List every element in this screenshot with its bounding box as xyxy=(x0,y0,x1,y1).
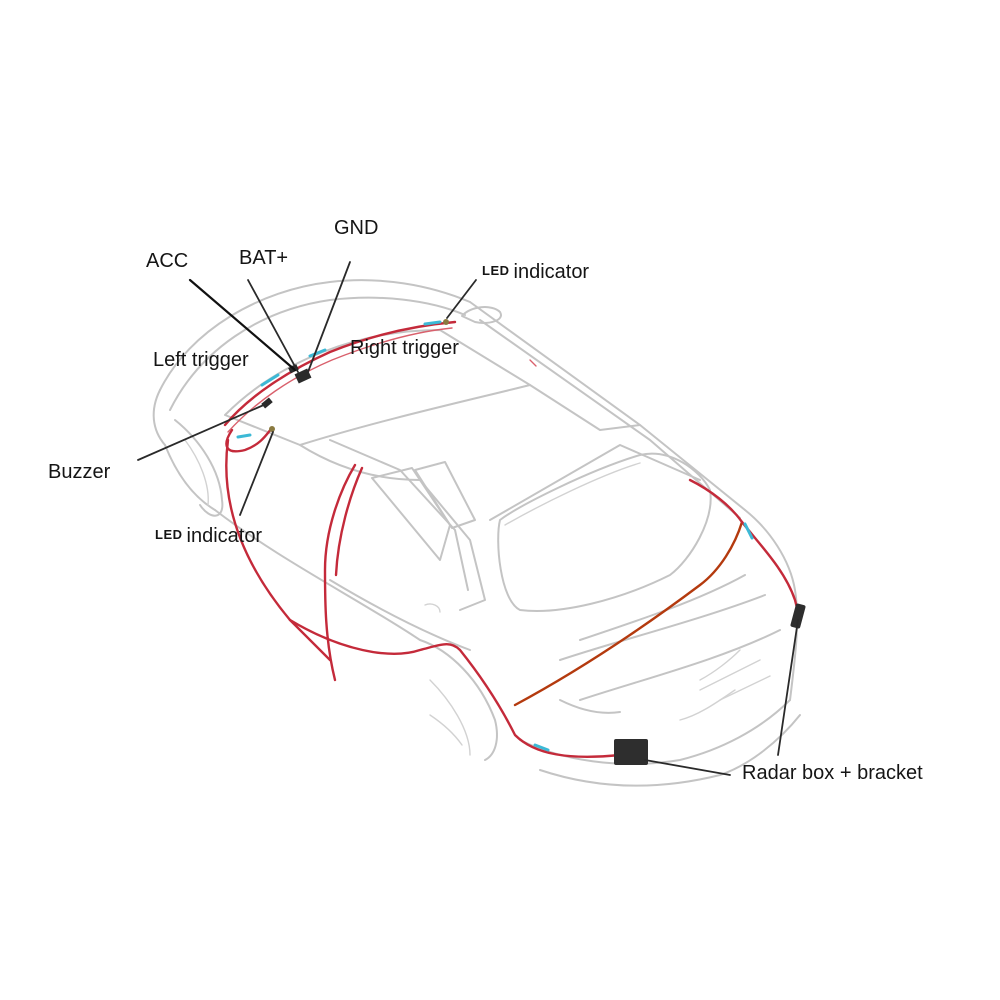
radar-sensor-right xyxy=(790,603,806,629)
label-bat: BAT+ xyxy=(239,247,289,269)
label-right-trigger: Right trigger xyxy=(350,337,459,359)
leader-gnd xyxy=(307,261,351,373)
led-indicator-side xyxy=(269,426,275,432)
label-gnd: GND xyxy=(334,217,379,239)
label-buzzer: Buzzer xyxy=(48,461,111,483)
leader-led-bottom xyxy=(239,431,274,516)
label-acc: ACC xyxy=(146,250,189,272)
leader-buzzer xyxy=(137,403,267,461)
label-led-prefix: LED xyxy=(482,263,510,278)
wiring-harness xyxy=(223,320,800,758)
car-body-outline xyxy=(152,279,801,787)
label-left-trigger: Left trigger xyxy=(153,349,249,371)
leader-lines xyxy=(137,261,799,776)
label-led-prefix: LED xyxy=(155,527,183,542)
label-led-text: indicator xyxy=(186,525,263,547)
leader-led-top xyxy=(446,279,477,319)
label-led-text: indicator xyxy=(513,261,590,283)
label-radar-box-bracket: Radar box + bracket xyxy=(742,762,923,784)
leader-radar-box xyxy=(644,759,731,776)
leader-bat xyxy=(247,279,299,373)
radar-box xyxy=(614,739,648,765)
leader-acc xyxy=(188,278,297,372)
led-indicator-front xyxy=(443,319,449,325)
leader-radar-sensor xyxy=(777,619,799,756)
